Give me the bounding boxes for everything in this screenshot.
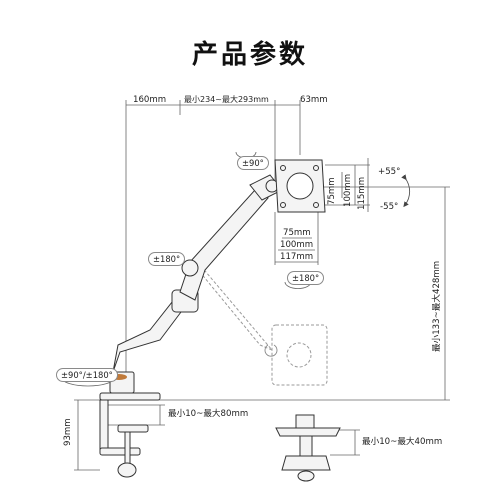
dimension-lines (74, 100, 450, 471)
c-clamp-icon (99, 371, 161, 478)
vesa-plate-icon (274, 159, 326, 213)
vesa-75-width-label: 75mm (283, 228, 311, 238)
height-range-label: 最小133~最大428mm (432, 260, 442, 352)
vesa-100-width-label: 100mm (280, 240, 314, 250)
head-offset-label: 63mm (300, 95, 328, 105)
base-swivel-badge: ±90°/±180° (56, 368, 118, 383)
base-height-label: 93mm (63, 418, 73, 446)
screen-rotate-badge: ±180° (287, 271, 325, 286)
tilt-up-label: +55° (378, 167, 401, 177)
tilt-down-label: -55° (380, 202, 399, 212)
lowered-arm-ghost (189, 259, 328, 386)
vesa-117-width-label: 117mm (280, 252, 314, 262)
page-title: 产品参数 (191, 40, 308, 70)
arm-depth-label: 160mm (133, 95, 167, 105)
lowered-tilt-knob-icon (264, 344, 278, 357)
grommet-mount-icon (275, 414, 341, 482)
tilt-arc-icon (401, 174, 411, 208)
vesa-100-height-label: 100mm (343, 173, 353, 207)
gas-spring-arm-icon (112, 174, 283, 373)
upper-arm-segment (179, 189, 269, 301)
arm-extension-label: 最小234~最大293mm (184, 95, 269, 104)
vesa-115-height-label: 115mm (357, 176, 367, 210)
elbow-swivel-badge: ±180° (148, 252, 186, 267)
vesa-75-height-label: 75mm (327, 177, 337, 205)
lowered-vesa-plate-icon (271, 324, 328, 386)
grommet-range-label: 最小10~最大40mm (362, 437, 443, 447)
clamp-range-label: 最小10~最大80mm (168, 409, 249, 419)
head-swivel-badge: ±90° (237, 156, 269, 171)
